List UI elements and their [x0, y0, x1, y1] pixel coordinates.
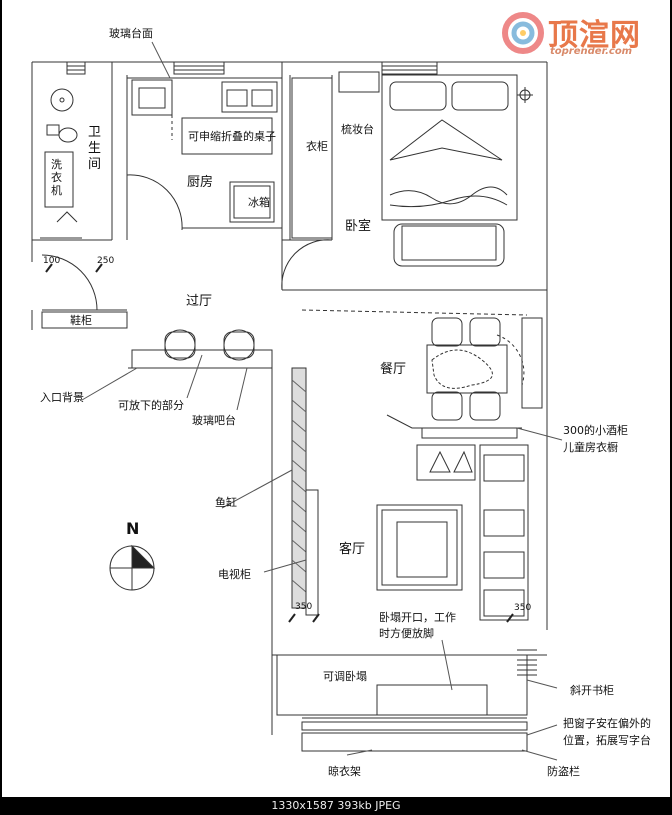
label-wardrobe: 衣柜	[306, 140, 328, 153]
annotation-fish-tank: 鱼缸	[215, 496, 237, 509]
fish-tank-tv	[291, 367, 319, 616]
top-windows	[66, 61, 438, 75]
dining-fixtures	[301, 309, 543, 439]
annotation-tv-cabinet: 电视柜	[218, 568, 251, 581]
annotation-removable-part: 可放下的部分	[118, 399, 184, 412]
watermark-brand: 顶渲网	[548, 18, 641, 53]
watermark-logo: 顶渲网 toprender.com	[498, 6, 668, 58]
label-fridge: 冰箱	[248, 196, 270, 209]
annotation-glass-bar: 玻璃吧台	[192, 414, 236, 427]
annotation-drying-rack: 晾衣架	[328, 765, 361, 778]
room-label-hall: 过厅	[186, 294, 213, 309]
dimension-100: 100	[43, 256, 61, 266]
hall-fixtures	[31, 254, 273, 369]
bathroom-fixtures	[40, 88, 82, 239]
dimension-350-right: 350	[514, 603, 532, 613]
label-washer: 洗 衣 机	[51, 158, 64, 197]
leader-lines	[81, 41, 563, 761]
label-dresser: 梳妆台	[341, 123, 374, 136]
annotation-folding-table: 可申缩折叠的桌子	[188, 130, 276, 143]
bedroom-fixtures	[281, 71, 533, 291]
logo-swirl-icon	[502, 12, 544, 54]
dimension-250: 250	[97, 256, 115, 266]
dimension-marks	[45, 263, 514, 623]
room-label-bathroom: 卫 生 间	[88, 125, 104, 172]
kitchen-fixtures	[126, 79, 278, 231]
annotation-bed-opening-line2: 时方便放脚	[379, 627, 434, 640]
floor-plan: 顶渲网 toprender.com 卫 生 间 洗 衣 机 厨房 冰箱 衣柜 梳…	[2, 0, 670, 797]
annotation-bed-opening-line1: 卧塌开口，工作	[379, 611, 456, 624]
living-fixtures	[272, 444, 547, 752]
viewer-status-bar: 1330x1587 393kb JPEG	[0, 797, 672, 815]
annotation-kids-wardrobe: 儿童房衣橱	[563, 441, 618, 454]
room-label-dining: 餐厅	[380, 362, 407, 377]
room-label-living: 客厅	[339, 542, 366, 557]
annotation-angled-bookcase: 斜开书柜	[570, 684, 614, 697]
annotation-glass-counter: 玻璃台面	[109, 27, 153, 40]
annotation-wine-cabinet: 300的小酒柜	[563, 424, 628, 437]
compass-north-label: N	[126, 519, 140, 538]
annotation-shoe-cabinet: 鞋柜	[70, 314, 92, 327]
annotation-window-note-line2: 位置，拓展写字台	[563, 734, 651, 747]
annotation-adjustable-bed: 可调卧塌	[323, 670, 367, 683]
annotation-entry-backdrop: 入口背景	[40, 391, 84, 404]
annotation-window-note-line1: 把窗子安在偏外的	[563, 717, 651, 730]
compass	[109, 544, 156, 591]
outer-walls	[31, 61, 548, 735]
watermark-url: toprender.com	[550, 46, 633, 57]
floor-plan-drawing	[31, 41, 563, 761]
dimension-350-left: 350	[295, 602, 313, 612]
annotation-security-bar: 防盗栏	[547, 765, 580, 778]
room-label-bedroom: 卧室	[345, 219, 372, 234]
room-label-kitchen: 厨房	[187, 175, 214, 190]
